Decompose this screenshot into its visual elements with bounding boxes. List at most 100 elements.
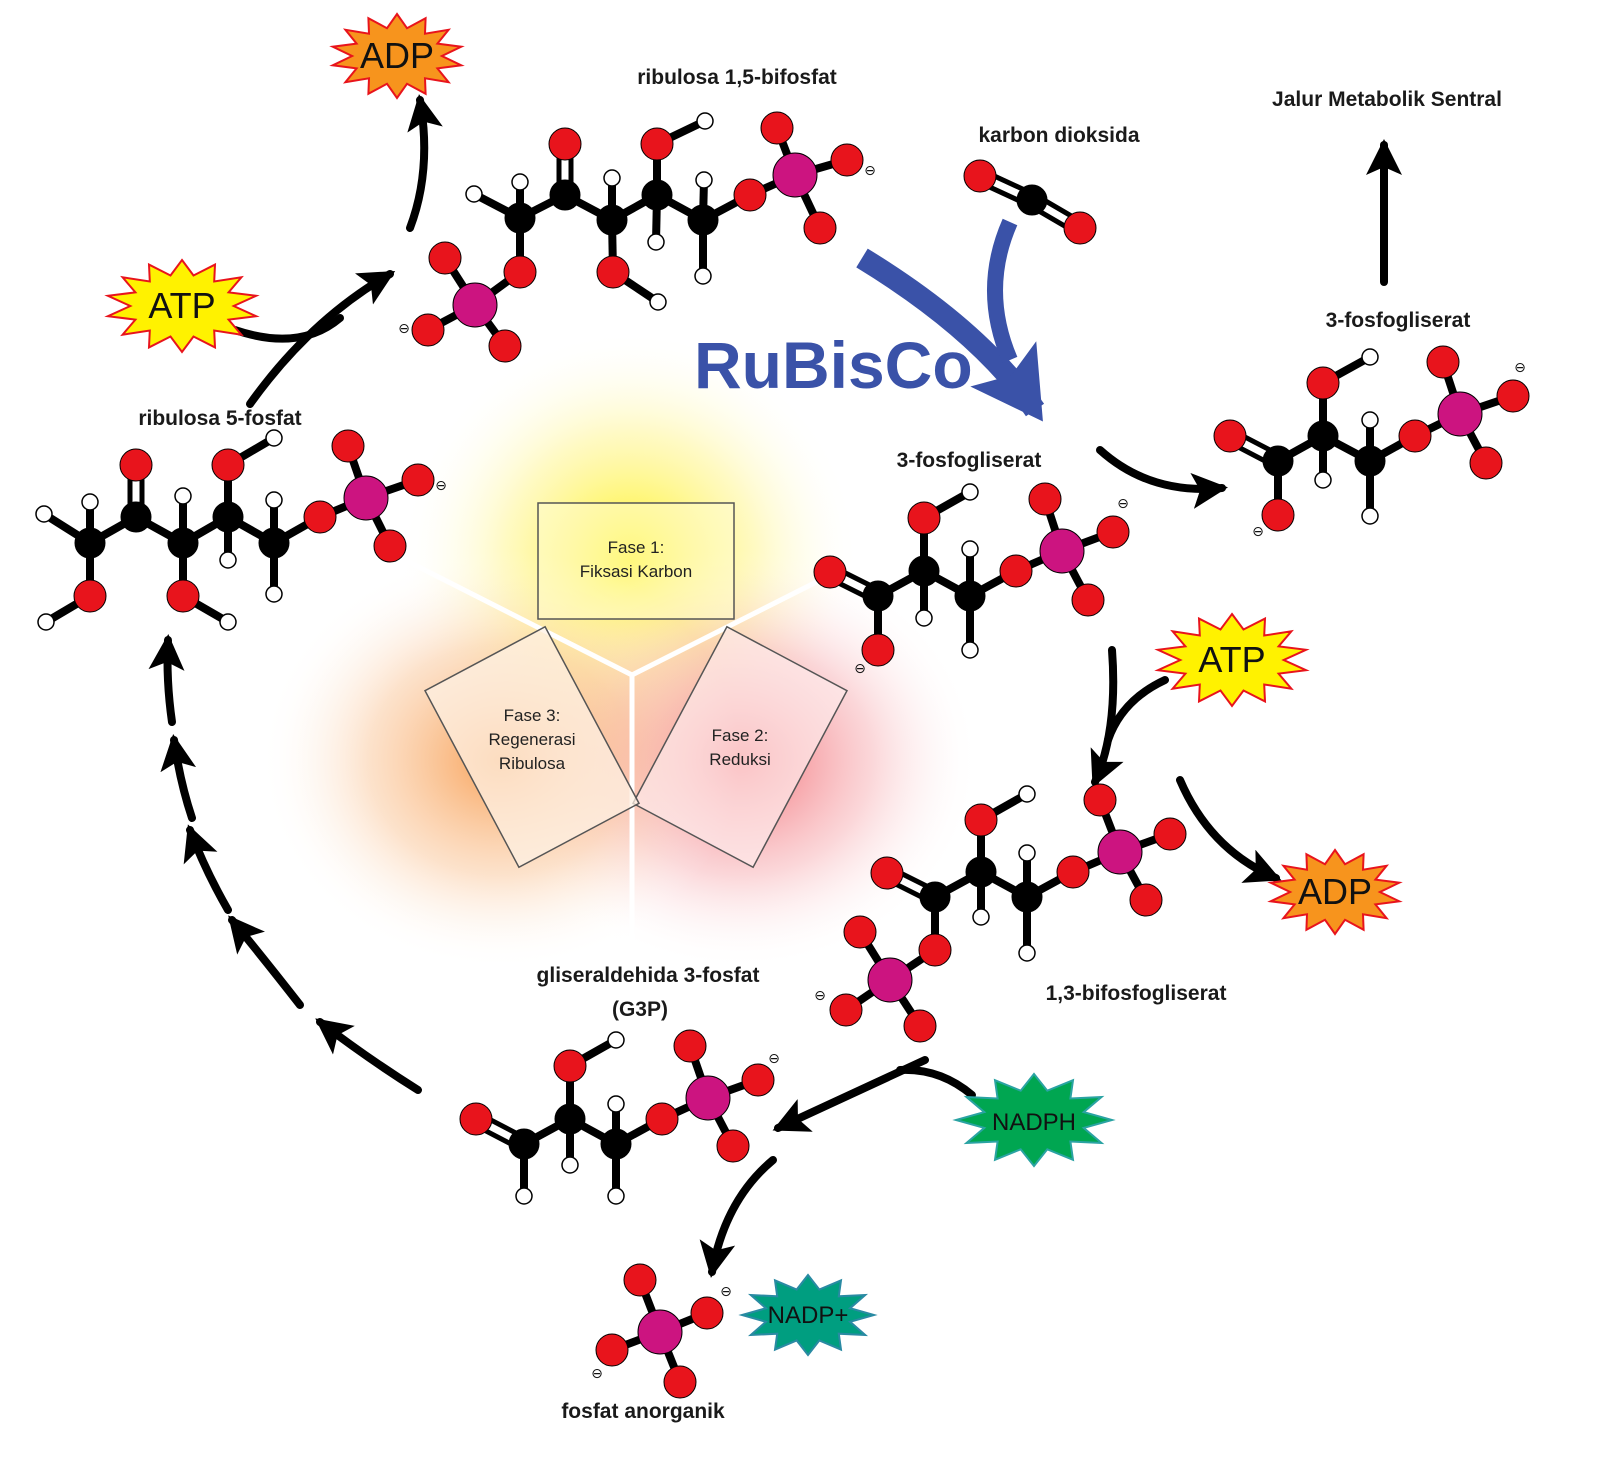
oxygen-atom [1426,345,1460,379]
carbon-atom [862,580,894,612]
oxygen-atom [373,529,407,563]
arrow-to-adp-top [406,94,443,232]
co2-label: karbon dioksida [978,124,1139,147]
molecule-pga: ⊖⊖ [813,482,1130,676]
oxygen-atom [1496,379,1530,413]
negative-charge: ⊖ [591,1365,603,1381]
molecule-rubp: ⊖⊖ [398,111,876,363]
phase1-title: Fase 1: [608,538,665,557]
arrow-pga-to-bpg [1090,646,1124,788]
arrow-to-adp-mid [1176,776,1282,883]
carbon-atom [687,204,719,236]
oxygen-atom [716,1129,750,1163]
oxygen-atom [813,555,847,589]
phase2-box: Fase 2: Reduksi [631,625,849,869]
nadp-star: NADP+ [738,1273,878,1357]
oxygen-atom [1071,583,1105,617]
oxygen-atom [1306,366,1340,400]
hydrogen-atom [1018,785,1036,803]
oxygen-atom [548,127,582,161]
oxygen-atom [1398,419,1432,453]
oxygen-atom [690,1296,724,1330]
pi-label: fosfat anorganik [561,1400,725,1423]
hydrogen-atom [1361,507,1379,525]
oxygen-atom [918,933,952,967]
carbon-atom [212,501,244,533]
negative-charge: ⊖ [1117,495,1129,511]
carbon-atom [120,501,152,533]
hydrogen-atom [1361,411,1379,429]
oxygen-atom [119,448,153,482]
oxygen-atom [401,463,435,497]
oxygen-atom [459,1102,493,1136]
carbon-atom [641,179,673,211]
negative-charge: ⊖ [814,987,826,1003]
adp-label: ADP [1298,871,1372,912]
hydrogen-atom [961,483,979,501]
oxygen-atom [870,856,904,890]
oxygen-atom [595,1333,629,1367]
arrow-atp-feed-top [231,314,344,343]
arrow-to-pi [699,1156,777,1278]
hydrogen-atom [696,112,714,130]
oxygen-atom [623,1263,657,1297]
oxygen-atom [645,1102,679,1136]
oxygen-atom [803,211,837,245]
hydrogen-atom [1314,471,1332,489]
pga-label: 3-fosfogliserat [897,449,1042,472]
carbon-atom [74,527,106,559]
oxygen-atom [303,500,337,534]
adp-star-top: ADP [329,12,465,100]
nadp-label: NADP+ [768,1302,849,1329]
phosphorus-atom [1039,528,1085,574]
carbon-atom [1354,445,1386,477]
oxygen-atom [999,554,1033,588]
hydrogen-atom [219,613,237,631]
hydrogen-atom [511,173,529,191]
negative-charge: ⊖ [1252,523,1264,539]
carbon-atom [954,580,986,612]
carbon-atom [167,527,199,559]
molecule-pga-top: ⊖⊖ [1213,345,1530,539]
oxygen-atom [331,429,365,463]
oxygen-atom [663,1365,697,1399]
carbon-atom [549,179,581,211]
carbon-atom [1011,881,1043,913]
phosphorus-atom [867,957,913,1003]
oxygen-atom [1083,783,1117,817]
hydrogen-atom [37,613,55,631]
oxygen-atom [1469,446,1503,480]
carbon-atom [1262,445,1294,477]
phase3-title: Fase 3: [504,706,561,725]
r5p-label: ribulosa 5-fosfat [138,407,301,430]
molecules: ⊖⊖⊖⊖⊖⊖⊖⊖⊖⊖⊖ [35,111,1530,1399]
phase3-name: Regenerasi [489,730,576,749]
molecule-bpg: ⊖ [814,783,1187,1043]
molecule-pi: ⊖⊖ [591,1263,732,1399]
hydrogen-atom [694,267,712,285]
hydrogen-atom [265,429,283,447]
phase3-box: Fase 3: Regenerasi Ribulosa [423,625,641,869]
arrow-nadph-feed [896,1065,976,1099]
oxygen-atom [964,803,998,837]
phosphorus-atom [772,152,818,198]
oxygen-atom [760,111,794,145]
hydrogen-atom [607,1031,625,1049]
hydrogen-atom [35,505,53,523]
oxygen-atom [903,1009,937,1043]
phase1-name: Fiksasi Karbon [580,562,692,581]
carbon-atom [965,856,997,888]
hydrogen-atom [265,585,283,603]
adp-star-mid: ADP [1267,848,1403,936]
atp-label: ATP [1198,639,1265,680]
hydrogen-atom [603,169,621,187]
atp-star-top: ATP [104,258,260,354]
hydrogen-atom [607,1095,625,1113]
oxygen-atom [166,579,200,613]
negative-charge: ⊖ [435,477,447,493]
hydrogen-atom [649,293,667,311]
oxygen-atom [829,993,863,1027]
oxygen-atom [503,255,537,289]
hydrogen-atom [174,487,192,505]
